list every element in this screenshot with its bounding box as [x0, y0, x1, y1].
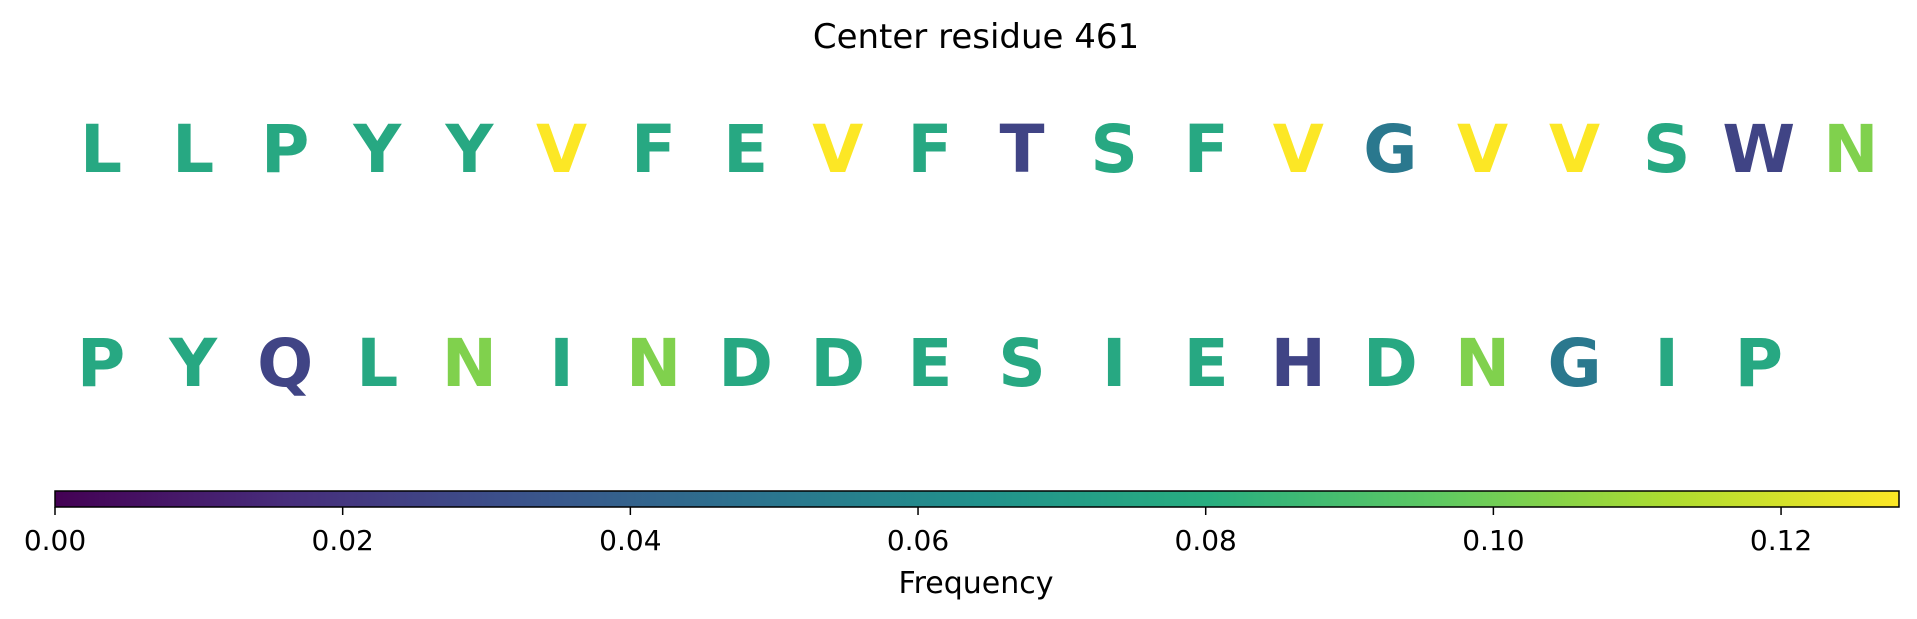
residue-1-6: V — [536, 111, 587, 188]
residue-1-18: S — [1643, 111, 1691, 188]
residue-1-3: P — [261, 111, 309, 188]
residue-2-16: N — [1455, 325, 1510, 402]
residue-2-11: S — [998, 325, 1046, 402]
residue-2-7: N — [626, 325, 681, 402]
colorbar: 0.00 0.02 0.04 0.06 0.08 0.10 0.12 Frequency — [24, 490, 1900, 601]
residue-1-4: Y — [352, 111, 402, 188]
residue-1-19: W — [1722, 111, 1795, 188]
colorbar-label: Frequency — [899, 566, 1054, 601]
residue-2-9: D — [810, 325, 865, 402]
colorbar-tick-label-3: 0.06 — [887, 524, 949, 557]
colorbar-tick-label-5: 0.10 — [1462, 524, 1524, 557]
residue-1-13: F — [1184, 111, 1229, 188]
colorbar-tick-label-0: 0.00 — [24, 524, 86, 557]
residue-2-10: E — [907, 325, 952, 402]
residue-2-12: I — [1102, 325, 1127, 402]
residue-2-3: Q — [257, 325, 313, 402]
residue-2-14: H — [1271, 325, 1326, 402]
residue-2-8: D — [718, 325, 773, 402]
residue-1-10: F — [907, 111, 952, 188]
residue-2-1: P — [77, 325, 125, 402]
residue-2-6: I — [549, 325, 574, 402]
residue-1-12: S — [1090, 111, 1138, 188]
residue-1-11: T — [999, 111, 1044, 188]
residue-2-18: I — [1654, 325, 1679, 402]
residue-1-7: F — [631, 111, 676, 188]
residue-1-9: V — [812, 111, 863, 188]
colorbar-gradient — [54, 490, 1900, 508]
colorbar-tick-label-1: 0.02 — [312, 524, 374, 557]
colorbar-tick-label-2: 0.04 — [599, 524, 661, 557]
residue-2-5: N — [442, 325, 497, 402]
residue-2-19: P — [1735, 325, 1783, 402]
residue-1-20: N — [1823, 111, 1878, 188]
residue-1-16: V — [1457, 111, 1508, 188]
residue-1-15: G — [1363, 111, 1417, 188]
residue-1-1: L — [80, 111, 122, 188]
residue-2-4: L — [356, 325, 398, 402]
colorbar-tick-label-4: 0.08 — [1175, 524, 1237, 557]
chart-title: Center residue 461 — [813, 17, 1139, 57]
residue-1-2: L — [172, 111, 214, 188]
residue-2-2: Y — [168, 325, 218, 402]
residue-1-14: V — [1273, 111, 1324, 188]
residue-2-13: E — [1184, 325, 1229, 402]
residue-1-17: V — [1549, 111, 1600, 188]
colorbar-ticks: 0.00 0.02 0.04 0.06 0.08 0.10 0.12 — [24, 507, 1812, 557]
residue-2-17: G — [1548, 325, 1602, 402]
residue-1-8: E — [723, 111, 768, 188]
colorbar-tick-label-6: 0.12 — [1750, 524, 1812, 557]
residue-2-15: D — [1363, 325, 1418, 402]
residue-1-5: Y — [445, 111, 495, 188]
